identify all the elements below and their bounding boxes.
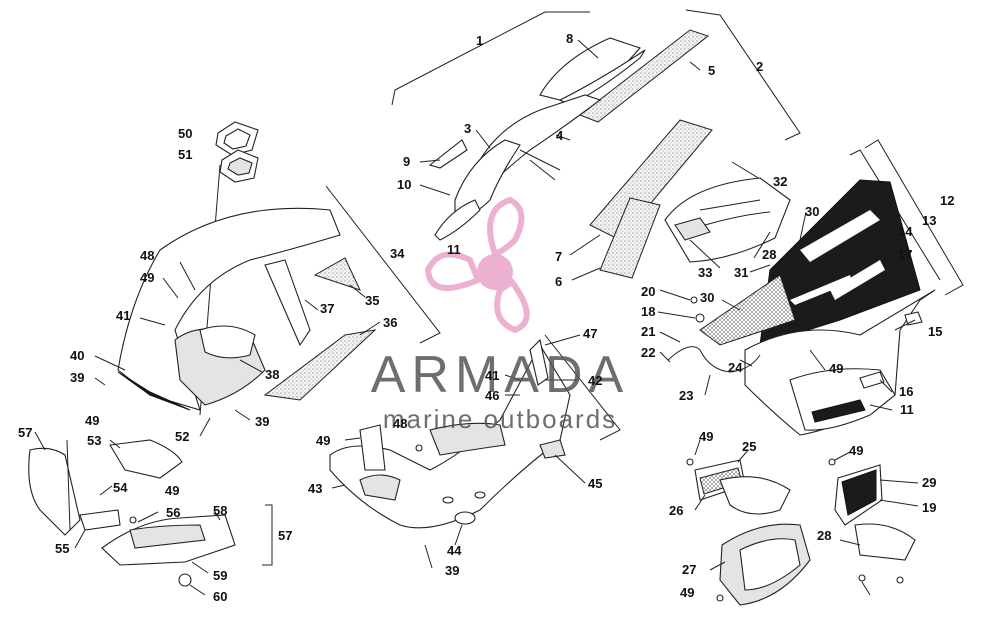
nose-assembly xyxy=(94,121,441,437)
callout-label: 27 xyxy=(682,562,696,577)
callout-label: 33 xyxy=(698,265,712,280)
callout-label: 4 xyxy=(556,128,564,143)
armada-watermark: ARMADA marine outboards xyxy=(371,196,629,434)
callout-label: 43 xyxy=(308,481,322,496)
callout-label: 60 xyxy=(213,589,227,604)
callout-label: 5 xyxy=(708,63,715,78)
lower-left-panels xyxy=(28,431,273,596)
callout-label: 19 xyxy=(922,500,936,515)
callout-label: 39 xyxy=(445,563,459,578)
callout-label: 2 xyxy=(756,59,763,74)
callout-label: 49 xyxy=(849,443,863,458)
callout-label: 41 xyxy=(116,308,130,323)
callout-label: 47 xyxy=(583,326,597,341)
callout-label: 49 xyxy=(829,361,843,376)
callout-label: 26 xyxy=(669,503,683,518)
callout-label: 45 xyxy=(588,476,602,491)
callout-label: 10 xyxy=(397,177,411,192)
callout-label: 44 xyxy=(447,543,462,558)
callout-label: 37 xyxy=(320,301,334,316)
callout-label: 49 xyxy=(699,429,713,444)
lower-right-vents xyxy=(686,439,919,606)
callout-label: 6 xyxy=(555,274,562,289)
callout-label: 7 xyxy=(555,249,562,264)
callout-label: 55 xyxy=(55,541,69,556)
callout-label: 50 xyxy=(178,126,192,141)
callout-label: 53 xyxy=(87,433,101,448)
callout-label: 49 xyxy=(85,413,99,428)
callout-label: 11 xyxy=(447,242,461,257)
callout-label: 24 xyxy=(728,360,743,375)
callout-label: 17 xyxy=(898,247,912,262)
callout-label: 30 xyxy=(805,204,819,219)
callout-label: 28 xyxy=(762,247,776,262)
callout-label: 39 xyxy=(255,414,269,429)
callout-label: 34 xyxy=(390,246,405,261)
callout-label: 52 xyxy=(175,429,189,444)
callout-label: 22 xyxy=(641,345,655,360)
watermark-tagline: marine outboards xyxy=(383,404,617,434)
callout-label: 35 xyxy=(365,293,379,308)
callout-label: 3 xyxy=(464,121,471,136)
callout-label: 56 xyxy=(166,505,180,520)
callout-label: 9 xyxy=(403,154,410,169)
callout-label: 14 xyxy=(898,224,913,239)
callout-label: 48 xyxy=(140,248,154,263)
callout-label: 31 xyxy=(734,265,748,280)
callout-label: 39 xyxy=(70,370,84,385)
callout-label: 20 xyxy=(641,284,655,299)
callout-labels: 1 2 3 4 5 6 7 8 9 10 11 11 12 13 14 15 1… xyxy=(18,31,954,604)
callout-label: 49 xyxy=(165,483,179,498)
callout-label: 54 xyxy=(113,480,128,495)
callout-label: 51 xyxy=(178,147,192,162)
callout-label: 21 xyxy=(641,324,655,339)
callout-label: 12 xyxy=(940,193,954,208)
callout-label: 18 xyxy=(641,304,655,319)
callout-label: 46 xyxy=(485,388,499,403)
watermark-brand: ARMADA xyxy=(371,346,629,404)
upper-hood-assembly xyxy=(391,9,801,281)
callout-label: 49 xyxy=(316,433,330,448)
callout-label: 36 xyxy=(383,315,397,330)
callout-label: 49 xyxy=(680,585,694,600)
callout-label: 8 xyxy=(566,31,573,46)
callout-label: 58 xyxy=(213,503,227,518)
callout-label: 32 xyxy=(773,174,787,189)
callout-label: 42 xyxy=(588,373,602,388)
callout-label: 48 xyxy=(393,416,407,431)
callout-label: 25 xyxy=(742,439,756,454)
callout-label: 23 xyxy=(679,388,693,403)
callout-label: 41 xyxy=(485,368,499,383)
callout-label: 1 xyxy=(476,33,483,48)
callout-label: 30 xyxy=(700,290,714,305)
callout-label: 13 xyxy=(922,213,936,228)
callout-label: 59 xyxy=(213,568,227,583)
callout-label: 11 xyxy=(900,402,914,417)
callout-label: 49 xyxy=(140,270,154,285)
callout-label: 38 xyxy=(265,367,279,382)
callout-label: 57 xyxy=(278,528,292,543)
propeller-logo-icon xyxy=(424,196,530,334)
callout-label: 40 xyxy=(70,348,84,363)
callout-label: 29 xyxy=(922,475,936,490)
callout-label: 28 xyxy=(817,528,831,543)
side-panel-assembly xyxy=(657,139,964,436)
callout-label: 15 xyxy=(928,324,942,339)
callout-label: 16 xyxy=(899,384,913,399)
callout-label: 57 xyxy=(18,425,32,440)
belly-pan-assembly xyxy=(329,334,621,569)
